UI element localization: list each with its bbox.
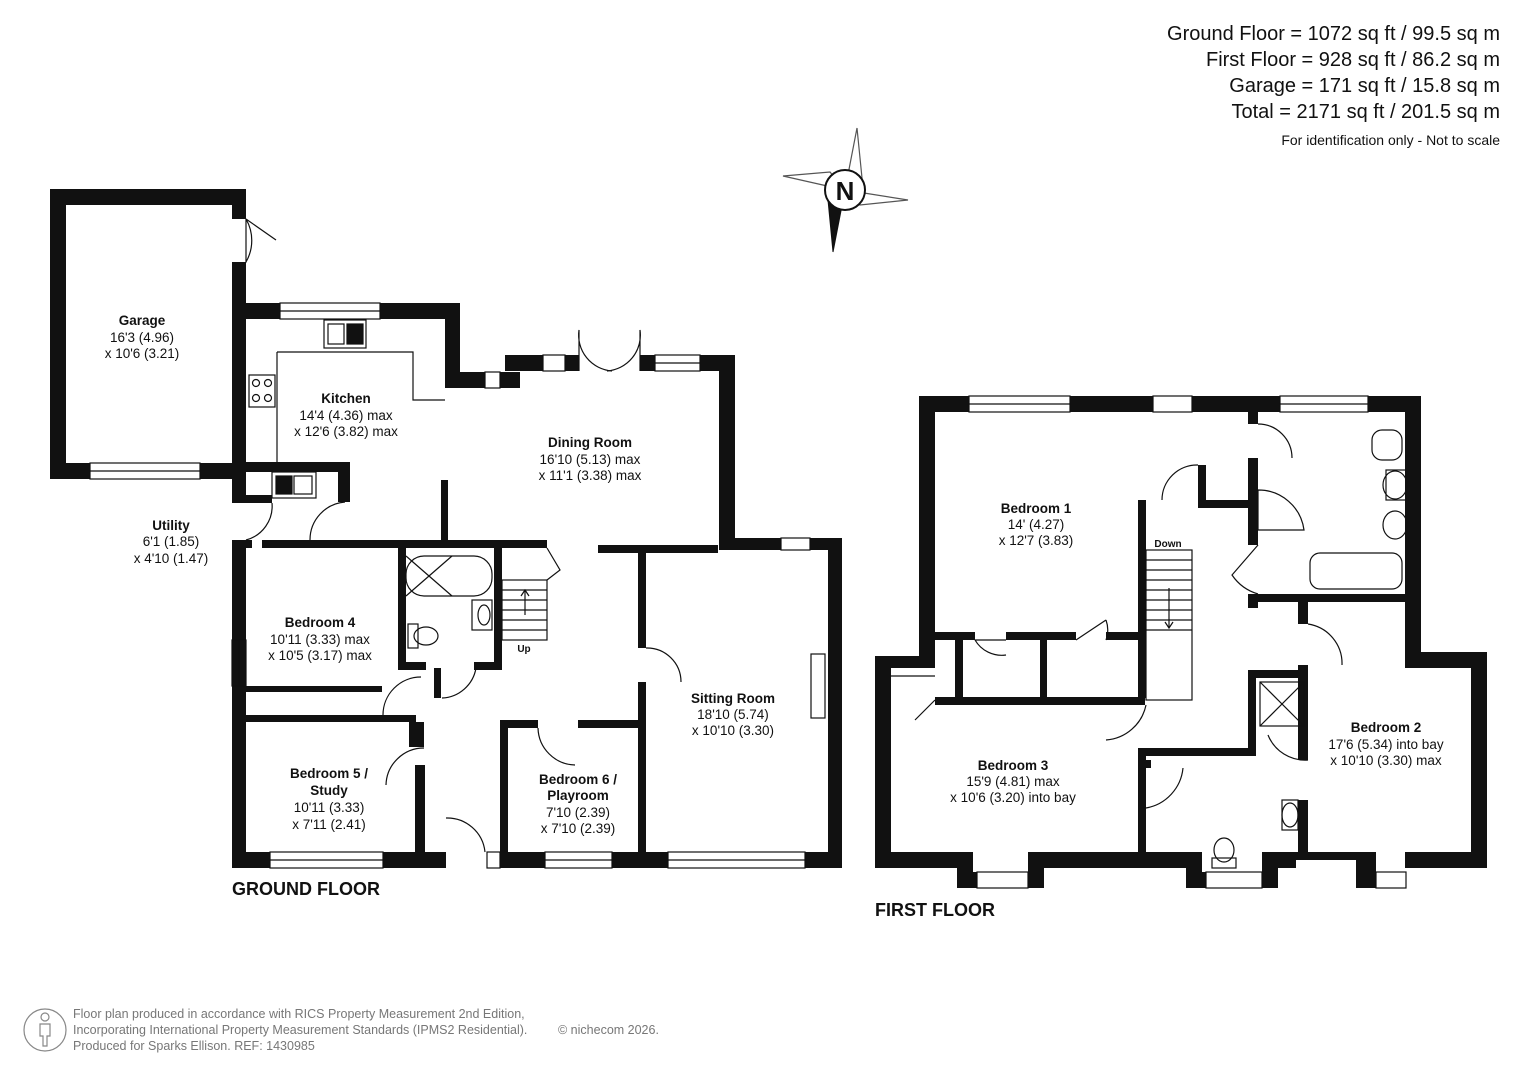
stairs-down-label: Down [1154,539,1181,550]
first-floor-labels: Bedroom 1 14' (4.27) x 12'7 (3.83) Bedro… [950,501,1444,805]
bedroom6-dim-1: 7'10 (2.39) [546,805,610,820]
garage-name: Garage [119,313,166,328]
dining-dim-2: x 11'1 (3.38) max [539,468,642,483]
ground-floor-title: GROUND FLOOR [232,879,380,899]
ground-floor-doors [245,218,682,853]
first-floor-area: First Floor = 928 sq ft / 86.2 sq m [1205,49,1500,71]
ground-floor-walls [50,189,842,868]
garage-dim-2: x 10'6 (3.21) [105,346,180,361]
ground-floor-fixtures [248,319,561,649]
bedroom4-name: Bedroom 4 [285,615,356,630]
utility-dim-1: 6'1 (1.85) [143,534,200,549]
bedroom6-name-line2: Playroom [547,788,609,803]
bedroom1-dim-1: 14' (4.27) [1008,517,1065,532]
footer-copyright: © nichecom 2026. [558,1023,659,1037]
ground-floor-area: Ground Floor = 1072 sq ft / 99.5 sq m [1167,23,1500,45]
bedroom5-name-line2: Study [310,783,348,798]
footer-line-2: Incorporating International Property Mea… [73,1023,528,1037]
utility-name: Utility [152,518,190,533]
sitting-dim-1: 18'10 (5.74) [697,707,769,722]
stairs-up-label: Up [517,644,530,655]
bedroom2-dim-1: 17'6 (5.34) into bay [1328,737,1443,752]
bedroom2-name: Bedroom 2 [1351,720,1422,735]
bedroom5-dim-2: x 7'11 (2.41) [292,817,366,832]
first-floor-walls [875,396,1487,888]
compass-north-label: N [836,176,855,206]
first-floor-fixtures [1145,429,1408,869]
footer-credits: Floor plan produced in accordance with R… [73,1006,659,1054]
utility-dim-2: x 4'10 (1.47) [134,551,209,566]
total-area: Total = 2171 sq ft / 201.5 sq m [1231,101,1501,123]
garage-area: Garage = 171 sq ft / 15.8 sq m [1229,75,1500,97]
compass-icon: N [782,127,909,253]
footer-line-1: Floor plan produced in accordance with R… [73,1007,525,1021]
bedroom6-name-line1: Bedroom 6 / [539,772,617,787]
bedroom5-name-line1: Bedroom 5 / [290,766,368,781]
kitchen-name: Kitchen [321,391,371,406]
first-floor-doors [891,423,1343,809]
ground-floor-labels: Garage 16'3 (4.96) x 10'6 (3.21) Kitchen… [105,313,775,836]
bedroom3-name: Bedroom 3 [978,758,1049,773]
ground-floor-windows [89,302,826,869]
first-floor-title: FIRST FLOOR [875,900,995,920]
bedroom3-dim-1: 15'9 (4.81) max [966,774,1060,789]
bedroom1-name: Bedroom 1 [1001,501,1072,516]
kitchen-dim-1: 14'4 (4.36) max [299,408,393,423]
footer-line-3: Produced for Sparks Ellison. REF: 143098… [73,1039,315,1053]
not-to-scale-note: For identification only - Not to scale [1281,132,1500,148]
dining-dim-1: 16'10 (5.13) max [540,452,641,467]
bedroom3-dim-2: x 10'6 (3.20) into bay [950,790,1076,805]
bedroom5-dim-1: 10'11 (3.33) [294,800,365,815]
first-floor-windows [968,395,1407,889]
bedroom4-dim-1: 10'11 (3.33) max [270,632,370,647]
bedroom4-dim-2: x 10'5 (3.17) max [268,648,372,663]
sitting-dim-2: x 10'10 (3.30) [692,723,774,738]
dining-name: Dining Room [548,435,632,450]
garage-dim-1: 16'3 (4.96) [110,330,174,345]
kitchen-dim-2: x 12'6 (3.82) max [294,424,398,439]
bedroom6-dim-2: x 7'10 (2.39) [541,821,616,836]
person-icon [23,1008,67,1052]
sitting-name: Sitting Room [691,691,775,706]
bedroom1-dim-2: x 12'7 (3.83) [999,533,1074,548]
bedroom2-dim-2: x 10'10 (3.30) max [1330,753,1442,768]
